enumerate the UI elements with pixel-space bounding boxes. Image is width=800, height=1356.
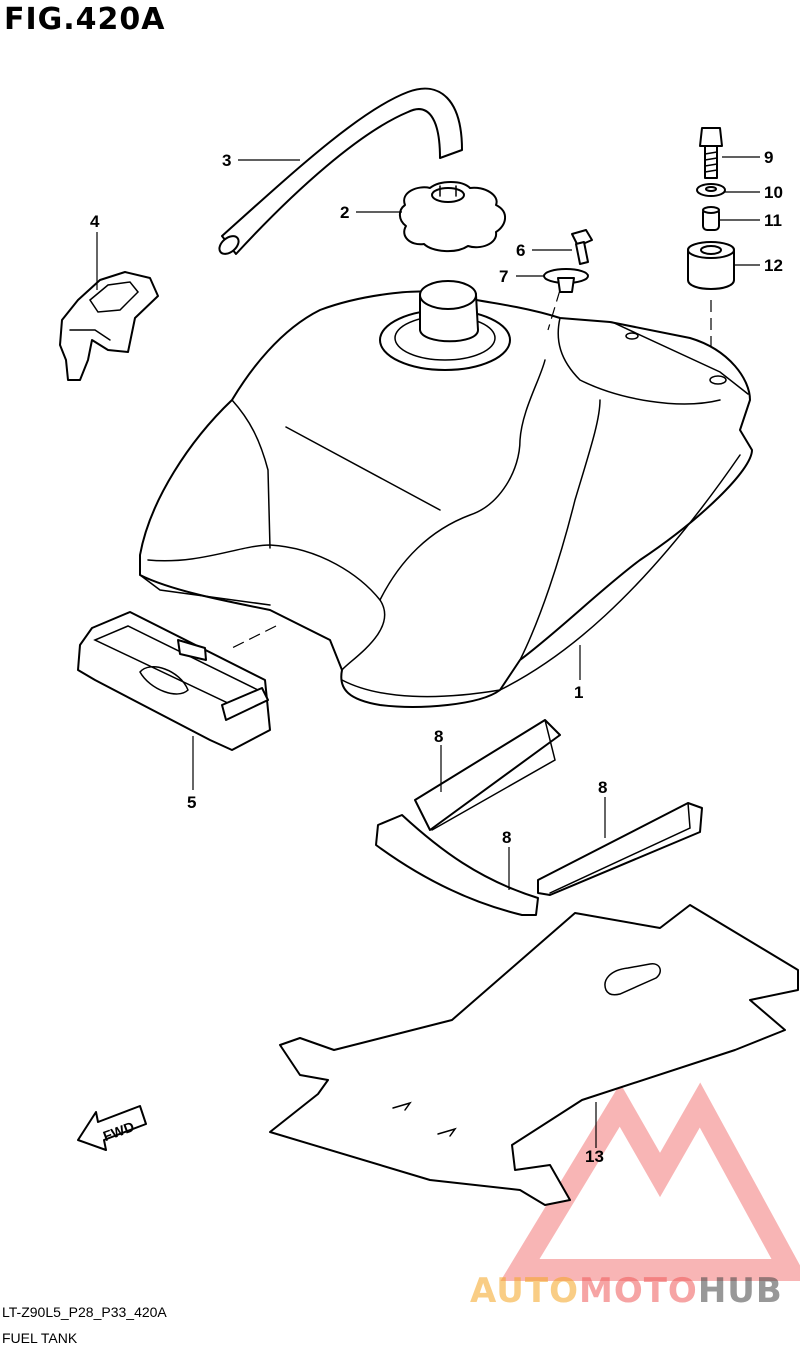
- watermark-hub: HUB: [697, 1271, 783, 1311]
- forward-arrow-icon: FWD: [77, 1105, 147, 1151]
- callout-13: 13: [585, 1147, 604, 1166]
- heat-shield-sheet: [269, 904, 799, 1206]
- fuel-tank: [139, 280, 753, 708]
- callout-5: 5: [187, 793, 196, 812]
- watermark-moto: MOTO: [578, 1271, 698, 1311]
- callout-11: 11: [764, 211, 782, 230]
- fuel-cap: [398, 181, 506, 252]
- pad-lower: [375, 814, 539, 916]
- washer: [696, 183, 726, 197]
- screw-guide-line: [547, 289, 561, 331]
- callout-4: 4: [90, 212, 100, 231]
- callout-labels: 1 2 3 4 5 6 7 8 8 8 9 10 11 12 13: [90, 148, 783, 1166]
- callout-2: 2: [340, 203, 349, 222]
- figure-code: LT-Z90L5_P28_P33_420A: [2, 1304, 167, 1320]
- tank-tray: [77, 611, 271, 751]
- callout-8a: 8: [434, 727, 443, 746]
- bolt: [699, 127, 723, 179]
- tray-guide-line: [231, 625, 277, 649]
- callout-3: 3: [222, 151, 231, 170]
- mounting-bracket: [59, 271, 159, 381]
- watermark-logo: [500, 1082, 800, 1281]
- washer-cushion: [543, 268, 589, 293]
- watermark-auto: AUTO: [470, 1271, 579, 1311]
- callout-12: 12: [764, 256, 783, 275]
- callout-10: 10: [764, 183, 783, 202]
- callout-9: 9: [764, 148, 773, 167]
- collar: [702, 206, 720, 231]
- grommet: [687, 241, 735, 290]
- callout-6: 6: [516, 241, 525, 260]
- watermark-wordmark: AUTOMOTOHUB: [470, 1271, 783, 1311]
- screw: [571, 229, 593, 265]
- callout-8c: 8: [598, 778, 607, 797]
- callout-7: 7: [499, 267, 508, 286]
- figure-title: FIG.420A: [4, 2, 166, 37]
- callout-8b: 8: [502, 828, 511, 847]
- fuel-hose: [218, 87, 463, 255]
- figure-caption: FUEL TANK: [2, 1330, 78, 1346]
- leader-lines: [96, 156, 760, 1148]
- callout-1: 1: [574, 683, 583, 702]
- pad-right: [537, 802, 703, 896]
- pad-upper: [414, 719, 561, 831]
